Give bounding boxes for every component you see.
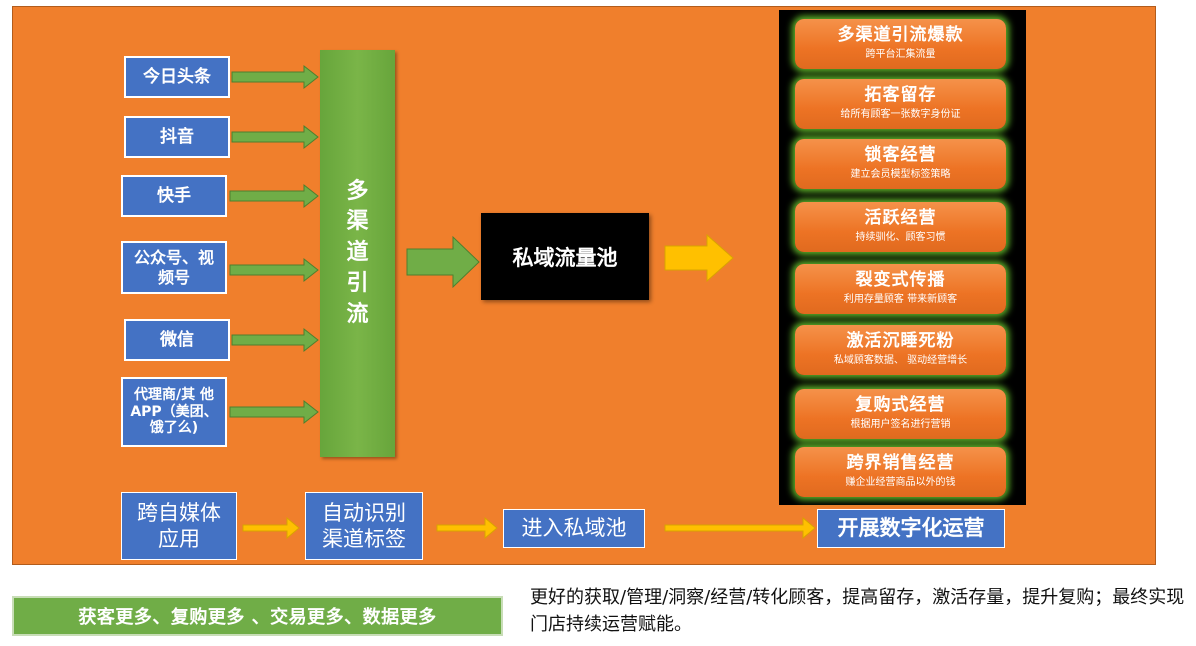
strategy-subtitle: 私域顾客数据、 驱动经营增长 bbox=[833, 355, 968, 366]
strategy-subtitle: 赚企业经营商品以外的钱 bbox=[845, 477, 956, 488]
strategy-card: 活跃经营 持续驯化、顾客习惯 bbox=[795, 202, 1006, 252]
strategy-subtitle: 根据用户签名进行营销 bbox=[850, 419, 951, 430]
yellow-arrow-step-2 bbox=[436, 516, 498, 540]
strategy-subtitle: 利用存量顾客 带来新顾客 bbox=[843, 294, 958, 305]
green-arrow-to-pool bbox=[406, 235, 480, 289]
green-arrow-2 bbox=[231, 124, 319, 150]
benefits-tag: 获客更多、复购更多 、交易更多、数据更多 bbox=[12, 596, 503, 636]
summary-note: 更好的获取/管理/洞察/经营/转化顾客，提高留存，激活存量，提升复购；最终实现门… bbox=[530, 587, 1185, 635]
yellow-arrow-step-1 bbox=[242, 516, 300, 540]
strategy-title: 拓客留存 bbox=[864, 85, 937, 105]
process-step-cross-media: 跨自媒体应用 bbox=[121, 492, 237, 560]
private-traffic-pool: 私域流量池 bbox=[481, 213, 649, 300]
strategy-subtitle: 持续驯化、顾客习惯 bbox=[855, 232, 946, 243]
strategy-card: 裂变式传播 利用存量顾客 带来新顾客 bbox=[795, 264, 1006, 314]
source-box-douyin: 抖音 bbox=[124, 116, 230, 158]
strategy-title: 裂变式传播 bbox=[855, 270, 946, 290]
strategy-card: 拓客留存 给所有顾客一张数字身份证 bbox=[795, 79, 1006, 129]
source-box-wechat-official: 公众号、视频号 bbox=[121, 241, 227, 294]
green-arrow-1 bbox=[231, 64, 319, 90]
process-step-digital-ops: 开展数字化运营 bbox=[817, 509, 1005, 548]
green-arrow-3 bbox=[229, 183, 319, 209]
strategy-card: 复购式经营 根据用户签名进行营销 bbox=[795, 389, 1006, 439]
strategy-panel: 多渠道引流爆款 跨平台汇集流量 拓客留存 给所有顾客一张数字身份证 锁客经营 建… bbox=[779, 10, 1026, 505]
strategy-title: 活跃经营 bbox=[864, 208, 937, 228]
strategy-subtitle: 跨平台汇集流量 bbox=[865, 49, 936, 60]
process-step-auto-tag: 自动识别渠道标签 bbox=[305, 492, 423, 560]
strategy-card: 激活沉睡死粉 私域顾客数据、 驱动经营增长 bbox=[795, 325, 1006, 375]
strategy-title: 多渠道引流爆款 bbox=[837, 25, 964, 45]
multi-channel-label: 多渠道引流 bbox=[346, 178, 369, 327]
process-step-enter-pool: 进入私域池 bbox=[503, 509, 645, 548]
strategy-title: 锁客经营 bbox=[864, 145, 937, 165]
source-box-wechat: 微信 bbox=[124, 319, 230, 361]
source-box-kuaishou: 快手 bbox=[121, 175, 227, 217]
strategy-title: 复购式经营 bbox=[855, 395, 946, 415]
yellow-arrow-step-3 bbox=[664, 516, 816, 540]
strategy-title: 激活沉睡死粉 bbox=[846, 331, 955, 351]
multi-channel-bar: 多渠道引流 bbox=[320, 50, 395, 457]
green-arrow-6 bbox=[229, 399, 319, 425]
strategy-subtitle: 建立会员模型标签策略 bbox=[850, 169, 951, 180]
yellow-arrow-to-strategies bbox=[664, 233, 734, 283]
source-box-toutiao: 今日头条 bbox=[124, 56, 230, 98]
source-box-other-apps: 代理商/其 他 APP（美团、饿了么) bbox=[121, 377, 227, 447]
strategy-card: 锁客经营 建立会员模型标签策略 bbox=[795, 139, 1006, 189]
strategy-card: 多渠道引流爆款 跨平台汇集流量 bbox=[795, 19, 1006, 69]
strategy-subtitle: 给所有顾客一张数字身份证 bbox=[840, 109, 961, 120]
green-arrow-5 bbox=[231, 327, 319, 353]
strategy-title: 跨界销售经营 bbox=[846, 453, 955, 473]
strategy-card: 跨界销售经营 赚企业经营商品以外的钱 bbox=[795, 447, 1006, 497]
green-arrow-4 bbox=[229, 257, 319, 283]
